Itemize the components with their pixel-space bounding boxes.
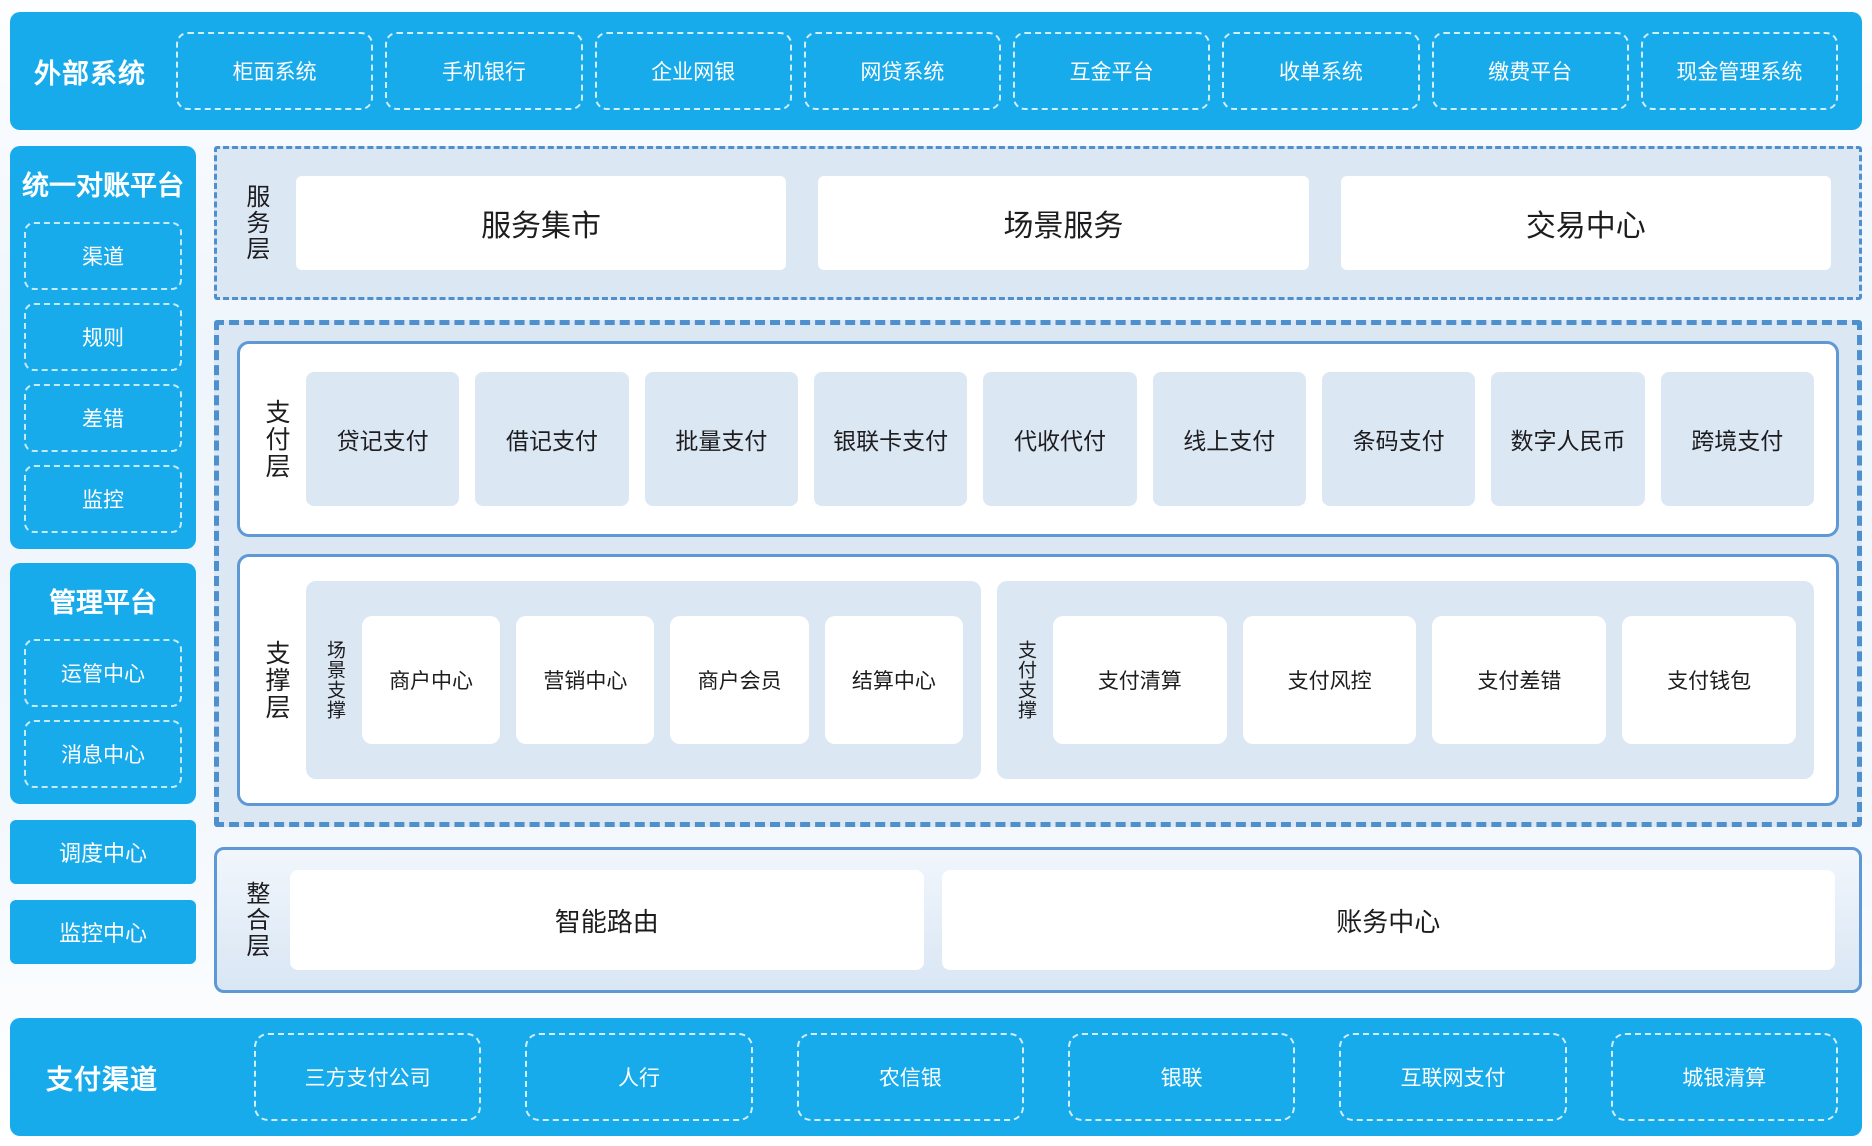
support-groups: 场景支撑 商户中心 营销中心 商户会员 结算中心 支付支撑 支付清算 支付风控 … (306, 581, 1814, 779)
payment-support-group: 支付支撑 支付清算 支付风控 支付差错 支付钱包 (997, 581, 1814, 779)
integration-item: 账务中心 (941, 870, 1835, 970)
support-item: 结算中心 (824, 616, 963, 744)
payment-support-label: 支付支撑 (1014, 640, 1036, 720)
integration-layer: 整合层 智能路由 账务中心 (214, 847, 1862, 993)
support-item: 商户中心 (361, 616, 501, 744)
recon-platform-block: 统一对账平台 渠道 规则 差错 监控 (10, 146, 196, 549)
external-systems-title: 外部系统 (34, 58, 146, 89)
service-layer-label: 服务层 (241, 184, 269, 262)
support-item: 商户会员 (670, 616, 809, 744)
service-item: 服务集市 (295, 176, 787, 270)
service-item: 交易中心 (1340, 176, 1831, 270)
scene-support-group: 场景支撑 商户中心 营销中心 商户会员 结算中心 (306, 581, 981, 779)
payment-item: 跨境支付 (1660, 372, 1814, 506)
service-item: 场景服务 (818, 176, 1309, 270)
support-item: 支付钱包 (1622, 616, 1796, 744)
payment-channel-item: 互联网支付 (1339, 1033, 1567, 1121)
main-column: 服务层 服务集市 场景服务 交易中心 支付层 贷记支付 借记支付 批量支付 银联… (214, 146, 1862, 1002)
sidebar: 统一对账平台 渠道 规则 差错 监控 管理平台 运管中心 消息中心 调度中心 监… (10, 146, 196, 1002)
integration-layer-label: 整合层 (241, 881, 269, 959)
external-systems-items: 柜面系统 手机银行 企业网银 网贷系统 互金平台 收单系统 缴费平台 现金管理系… (176, 32, 1838, 110)
support-item: 营销中心 (516, 616, 655, 744)
payment-item: 批量支付 (644, 372, 798, 506)
spacer (10, 549, 196, 563)
core-layers-container: 支付层 贷记支付 借记支付 批量支付 银联卡支付 代收代付 线上支付 条码支付 … (214, 320, 1862, 827)
mgmt-item: 运管中心 (24, 639, 182, 707)
mgmt-platform-title: 管理平台 (49, 588, 157, 618)
payment-item: 条码支付 (1321, 372, 1476, 506)
payment-item: 数字人民币 (1491, 372, 1645, 506)
external-systems-bar: 外部系统 柜面系统 手机银行 企业网银 网贷系统 互金平台 收单系统 缴费平台 … (10, 12, 1862, 130)
payment-layer: 支付层 贷记支付 借记支付 批量支付 银联卡支付 代收代付 线上支付 条码支付 … (237, 341, 1839, 537)
payment-item: 贷记支付 (306, 372, 460, 506)
dispatch-center-box: 调度中心 (10, 820, 196, 884)
external-system-item: 柜面系统 (176, 32, 374, 110)
support-item: 支付清算 (1052, 616, 1227, 744)
payment-layer-label: 支付层 (262, 398, 290, 480)
support-item: 支付差错 (1432, 616, 1607, 744)
support-layer-label: 支撑层 (262, 639, 290, 721)
payment-channels-bar: 支付渠道 三方支付公司 人行 农信银 银联 互联网支付 城银清算 (10, 1018, 1862, 1136)
mgmt-item: 消息中心 (24, 720, 182, 788)
recon-item: 差错 (24, 384, 182, 452)
service-layer: 服务层 服务集市 场景服务 交易中心 (214, 146, 1862, 300)
payment-item: 代收代付 (983, 372, 1137, 506)
payment-item: 线上支付 (1152, 372, 1306, 506)
recon-platform-title: 统一对账平台 (22, 171, 184, 201)
external-system-item: 企业网银 (594, 32, 792, 110)
external-system-item: 现金管理系统 (1640, 32, 1838, 110)
payment-channel-item: 农信银 (796, 1033, 1024, 1121)
integration-item: 智能路由 (289, 870, 924, 970)
payment-channel-item: 城银清算 (1610, 1033, 1838, 1121)
payment-channel-item: 银联 (1067, 1033, 1296, 1121)
external-system-item: 手机银行 (385, 32, 583, 110)
recon-item: 渠道 (24, 222, 182, 290)
support-layer: 支撑层 场景支撑 商户中心 营销中心 商户会员 结算中心 支付支撑 支付清算 支… (237, 554, 1839, 806)
mgmt-platform-block: 管理平台 运管中心 消息中心 (10, 563, 196, 804)
recon-item: 监控 (24, 465, 182, 533)
monitor-center-box: 监控中心 (10, 900, 196, 964)
payment-items: 贷记支付 借记支付 批量支付 银联卡支付 代收代付 线上支付 条码支付 数字人民… (306, 372, 1814, 506)
external-system-item: 互金平台 (1013, 32, 1211, 110)
payment-channel-item: 三方支付公司 (254, 1033, 482, 1121)
external-system-item: 缴费平台 (1431, 32, 1629, 110)
external-system-item: 网贷系统 (803, 32, 1001, 110)
payment-channel-item: 人行 (525, 1033, 753, 1121)
recon-item: 规则 (24, 303, 182, 371)
payment-item: 银联卡支付 (813, 372, 968, 506)
scene-support-label: 场景支撑 (323, 640, 345, 720)
payment-channels-title: 支付渠道 (46, 1064, 158, 1095)
payment-item: 借记支付 (475, 372, 629, 506)
middle-row: 统一对账平台 渠道 规则 差错 监控 管理平台 运管中心 消息中心 调度中心 监… (10, 146, 1862, 1002)
external-system-item: 收单系统 (1222, 32, 1420, 110)
support-item: 支付风控 (1242, 616, 1417, 744)
payment-channels-items: 三方支付公司 人行 农信银 银联 互联网支付 城银清算 (254, 1033, 1838, 1121)
